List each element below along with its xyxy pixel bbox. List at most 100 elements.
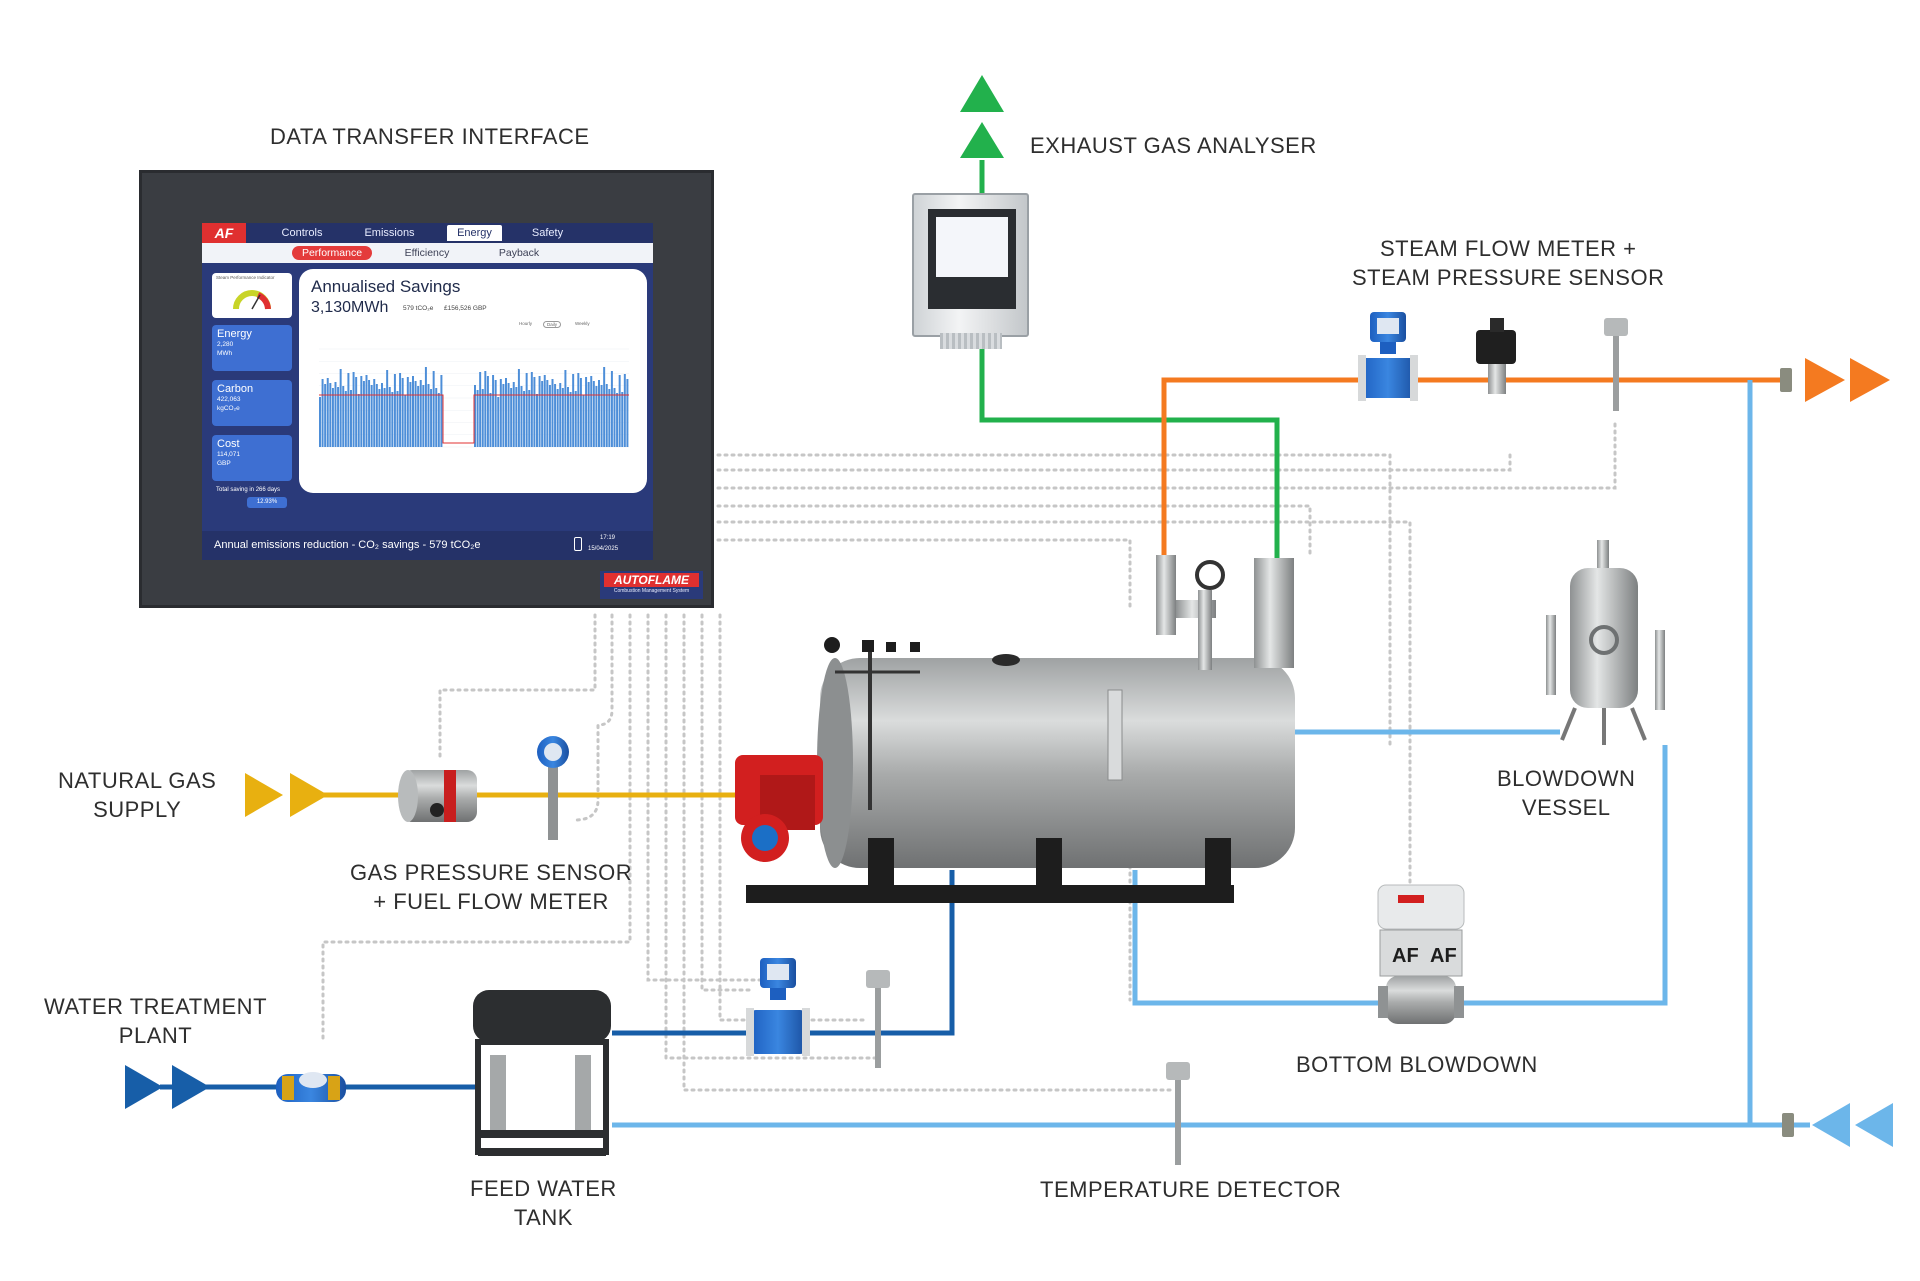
period-weekly[interactable]: Weekly	[575, 321, 590, 326]
chart-bar	[598, 380, 600, 447]
chart-bar	[373, 379, 376, 447]
analyser-display	[936, 217, 1008, 277]
phone-icon	[574, 537, 582, 551]
subtab-performance[interactable]: Performance	[292, 246, 372, 260]
chart-bar	[424, 367, 427, 447]
chart-bar	[567, 387, 569, 447]
chart-bar	[329, 383, 332, 447]
chart-bar	[476, 390, 479, 447]
chart-bar	[502, 384, 505, 447]
chart-bar	[543, 375, 546, 447]
chart-bar	[618, 375, 621, 447]
label-water-treatment-plant: WATER TREATMENT PLANT	[44, 992, 267, 1050]
energy-card[interactable]: Energy 2,280 MWh	[212, 325, 292, 371]
tab-emissions[interactable]: Emissions	[364, 227, 415, 239]
water-meter	[276, 1072, 346, 1102]
chart-bar	[603, 367, 606, 447]
data-transfer-monitor: AF Controls Emissions Energy Safety Perf…	[139, 170, 714, 608]
footer-date: 15/04/2025	[588, 546, 619, 552]
feed-water-tank	[473, 990, 611, 1156]
chart-bar	[605, 384, 608, 447]
savings-title: Annualised Savings	[311, 277, 461, 296]
label-steam-flow-meter-line1: STEAM FLOW METER +	[1379, 236, 1637, 261]
chart-bar	[326, 378, 329, 447]
chart-bar	[572, 374, 575, 447]
subtab-efficiency[interactable]: Efficiency	[404, 247, 450, 259]
chart-bar	[494, 380, 497, 447]
chart-bar	[399, 373, 402, 447]
chart-bar	[417, 386, 420, 447]
chart-bar	[559, 383, 562, 447]
energy-card-value: 2,280	[217, 341, 234, 348]
exhaust-arrows	[960, 75, 1004, 158]
tab-safety[interactable]: Safety	[531, 227, 564, 239]
period-daily[interactable]: Daily	[543, 321, 562, 328]
label-steam-flow-meter: STEAM FLOW METER + STEAM PRESSURE SENSOR	[1352, 234, 1664, 292]
chart-bar	[435, 388, 438, 447]
chart-bar	[419, 380, 422, 447]
chart-bar	[561, 388, 564, 447]
label-data-transfer-interface: DATA TRANSFER INTERFACE	[270, 124, 590, 149]
chart-bar	[574, 391, 577, 447]
brand-name: AUTOFLAME	[604, 573, 699, 587]
chart-bar	[510, 388, 513, 447]
chart-bar	[360, 376, 363, 447]
chart-bar	[492, 375, 495, 447]
chart-bar	[626, 379, 629, 447]
steam-flow-meter	[1358, 312, 1418, 401]
svg-text:AF: AF	[1392, 945, 1419, 967]
total-saving-pct: 12.93%	[247, 497, 287, 508]
chart-bar	[616, 393, 619, 447]
label-blowdown-vessel-line1: BLOWDOWN	[1497, 766, 1636, 791]
chart-bar	[564, 370, 567, 447]
chart-bar	[546, 380, 549, 447]
chart-bar	[484, 371, 487, 447]
chart-bar	[536, 394, 538, 447]
chart-bar	[337, 387, 340, 447]
savings-co2: 579 tCO₂e	[403, 305, 434, 312]
period-hourly[interactable]: Hourly	[519, 321, 533, 326]
chart-bar	[388, 387, 391, 447]
chart-bar	[499, 379, 502, 447]
chart-bar	[538, 376, 541, 447]
subtab-payback[interactable]: Payback	[498, 247, 540, 259]
chart-bar	[623, 374, 626, 447]
chart-bar	[406, 377, 409, 447]
label-gas-pressure-line1: GAS PRESSURE SENSOR	[350, 860, 633, 885]
chart-bar	[437, 393, 440, 447]
chart-bar	[331, 388, 334, 447]
hmi-body: Steam Performance Indicator Energy 2,280…	[202, 263, 653, 531]
chart-bar	[474, 385, 476, 447]
chart-bar	[357, 394, 360, 447]
steam-performance-gauge: Steam Performance Indicator	[212, 273, 292, 318]
savings-gbp: £156,526 GBP	[444, 305, 487, 312]
chart-bar	[621, 392, 624, 447]
chart-bar	[569, 392, 572, 447]
label-steam-flow-meter-line2: STEAM PRESSURE SENSOR	[1352, 265, 1665, 290]
label-feed-water-line2: TANK	[513, 1205, 573, 1230]
tab-energy[interactable]: Energy	[447, 225, 502, 241]
tab-controls[interactable]: Controls	[281, 227, 323, 239]
chart-bar	[381, 383, 383, 447]
steam-pressure-sensor	[1476, 318, 1516, 394]
chart-bar	[585, 377, 588, 447]
cost-card[interactable]: Cost 114,071 GBP	[212, 435, 292, 481]
chart-bar	[556, 389, 559, 447]
chart-bar	[505, 378, 507, 447]
carbon-card-value: 422,063	[217, 396, 241, 403]
feed-water-arrows	[125, 1065, 210, 1109]
chart-bar	[600, 385, 603, 447]
chart-bar	[378, 389, 381, 447]
cost-card-title: Cost	[217, 438, 240, 450]
chart-bar	[321, 379, 324, 447]
label-natural-gas-supply: NATURAL GAS SUPPLY	[58, 766, 216, 824]
carbon-card[interactable]: Carbon 422,063 kgCO₂e	[212, 380, 292, 426]
label-feed-water-tank: FEED WATER TANK	[470, 1174, 617, 1232]
chart-bar	[334, 382, 337, 447]
chart-bar	[479, 372, 482, 447]
chart-bar	[393, 374, 396, 447]
chart-bar	[347, 373, 350, 447]
hmi-screen: AF Controls Emissions Energy Safety Perf…	[202, 223, 653, 560]
